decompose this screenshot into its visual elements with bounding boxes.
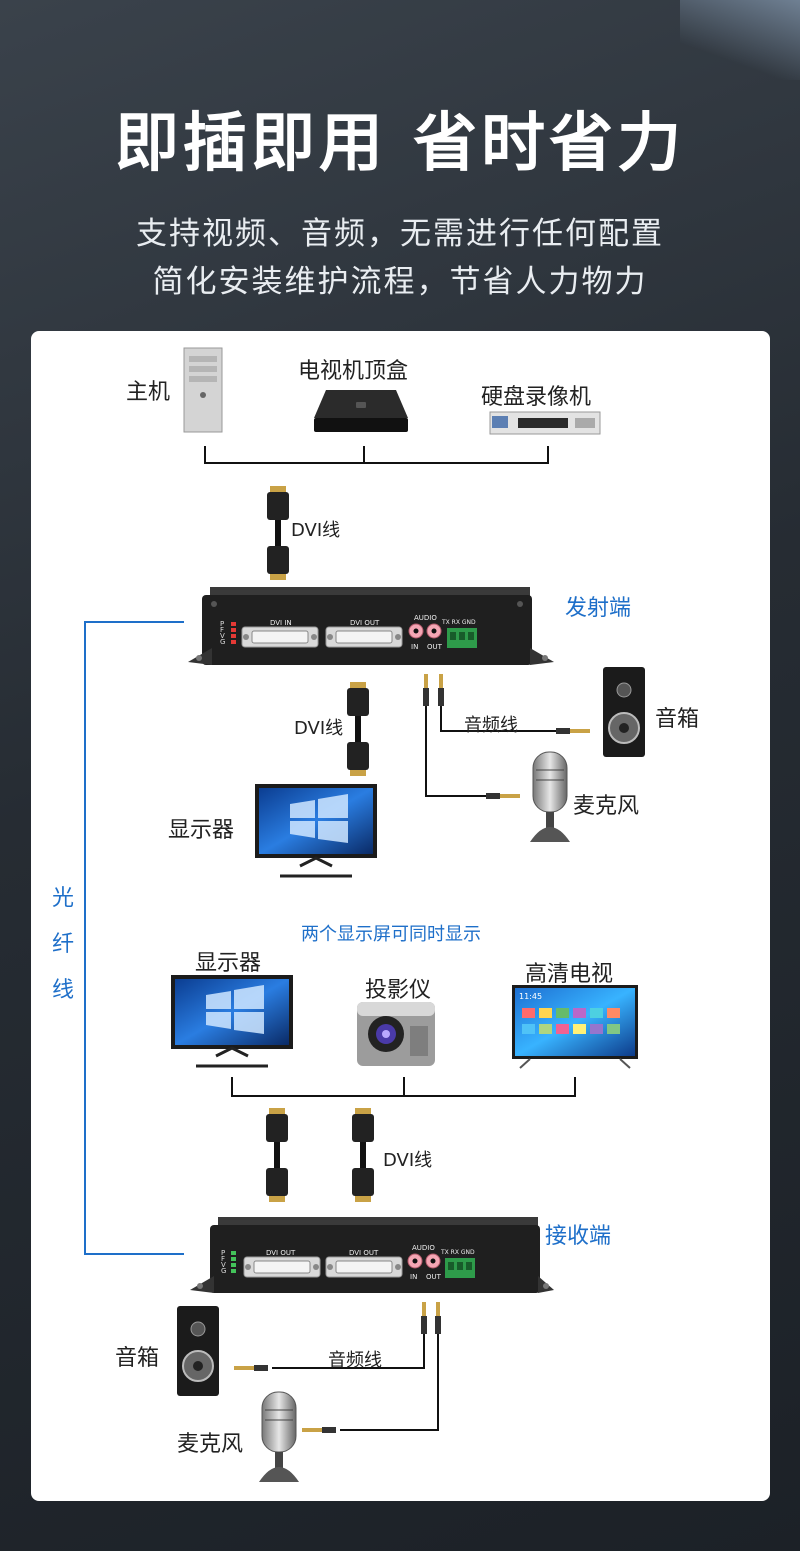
set-top-box-icon bbox=[314, 390, 408, 432]
tx-port1-label: DVI IN bbox=[270, 619, 292, 627]
audio-wire bbox=[272, 1334, 439, 1431]
dvi-cable-icon bbox=[266, 1108, 288, 1202]
rx-audio-out-label: OUT bbox=[426, 1273, 442, 1281]
tx-speaker-label: 音箱 bbox=[655, 707, 700, 732]
transmitter-device bbox=[188, 587, 554, 665]
tx-monitor-label: 显示器 bbox=[168, 818, 235, 843]
rx-monitor-label: 显示器 bbox=[195, 951, 262, 976]
host-label: 主机 bbox=[126, 380, 171, 405]
audio-cable-bottom-label: 音频线 bbox=[328, 1350, 382, 1371]
tx-audio-in-label: IN bbox=[411, 643, 418, 651]
rx-port1-label: DVI OUT bbox=[266, 1249, 296, 1257]
jack-plug-icon bbox=[423, 674, 429, 706]
tx-audio-label: AUDIO bbox=[414, 614, 437, 622]
jack-plug-icon bbox=[421, 1302, 427, 1334]
speaker-icon bbox=[603, 667, 645, 757]
rx-audio-label: AUDIO bbox=[412, 1244, 435, 1252]
tx-port2-label: DVI OUT bbox=[350, 619, 380, 627]
nvr-icon bbox=[489, 411, 601, 435]
transmitter-label: 发射端 bbox=[565, 596, 632, 621]
jack-plug-icon bbox=[234, 1365, 268, 1371]
diagram-card bbox=[31, 331, 770, 1501]
dual-display-note: 两个显示屏可同时显示 bbox=[301, 924, 481, 945]
rx-mic-label: 麦克风 bbox=[177, 1432, 244, 1457]
receiver-label: 接收端 bbox=[545, 1224, 612, 1249]
fiber-label-char-1: 光 bbox=[52, 886, 75, 911]
tx-audio-out-label: OUT bbox=[427, 643, 443, 651]
dvi-cable-mid-label: DVI线 bbox=[294, 718, 344, 739]
microphone-icon bbox=[259, 1391, 299, 1482]
tv-clock: 11:45 bbox=[519, 992, 542, 1001]
pc-tower-icon bbox=[183, 347, 223, 433]
projector-icon bbox=[357, 1002, 435, 1066]
set-top-box-label: 电视机顶盒 bbox=[298, 359, 409, 384]
speaker-icon bbox=[177, 1306, 219, 1396]
jack-plug-icon bbox=[438, 674, 444, 706]
microphone-icon bbox=[530, 751, 570, 842]
monitor-icon bbox=[171, 975, 293, 1068]
tx-mic-label: 麦克风 bbox=[573, 794, 640, 819]
corner-glow bbox=[680, 0, 800, 80]
subtitle-line-2: 简化安装维护流程，节省人力物力 bbox=[152, 264, 648, 300]
source-bus-line bbox=[204, 446, 549, 464]
jack-plug-icon bbox=[302, 1427, 336, 1433]
jack-plug-icon bbox=[435, 1302, 441, 1334]
hdtv-icon bbox=[512, 985, 638, 1069]
audio-cable-top-label: 音频线 bbox=[464, 715, 518, 736]
subtitle-line-1: 支持视频、音频，无需进行任何配置 bbox=[136, 216, 664, 252]
page-title: 即插即用 省时省力 bbox=[114, 107, 686, 181]
monitor-icon bbox=[255, 784, 377, 878]
dvi-cable-bottom-label: DVI线 bbox=[383, 1150, 433, 1171]
jack-plug-icon bbox=[486, 793, 520, 799]
display-bus-line bbox=[231, 1077, 576, 1097]
rx-audio-in-label: IN bbox=[410, 1273, 417, 1281]
dvi-cable-mid-icon bbox=[347, 682, 369, 776]
rx-serial-label: TX RX GND bbox=[440, 1249, 475, 1256]
hdtv-label: 高清电视 bbox=[525, 962, 614, 987]
jack-plug-icon bbox=[556, 728, 590, 734]
rx-speaker-label: 音箱 bbox=[115, 1346, 160, 1371]
dvi-cable-icon bbox=[352, 1108, 374, 1202]
fiber-label-char-2: 纤 bbox=[52, 932, 75, 957]
audio-wire bbox=[425, 706, 560, 797]
dvi-cable-top-label: DVI线 bbox=[291, 520, 341, 541]
nvr-label: 硬盘录像机 bbox=[481, 385, 592, 410]
dvi-cable-top-icon bbox=[267, 486, 289, 580]
tx-serial-label: TX RX GND bbox=[441, 619, 476, 626]
receiver-device bbox=[190, 1217, 554, 1293]
rx-port2-label: DVI OUT bbox=[349, 1249, 379, 1257]
fiber-label-char-3: 线 bbox=[52, 978, 75, 1003]
projector-label: 投影仪 bbox=[365, 978, 432, 1003]
fiber-line bbox=[84, 621, 184, 1255]
